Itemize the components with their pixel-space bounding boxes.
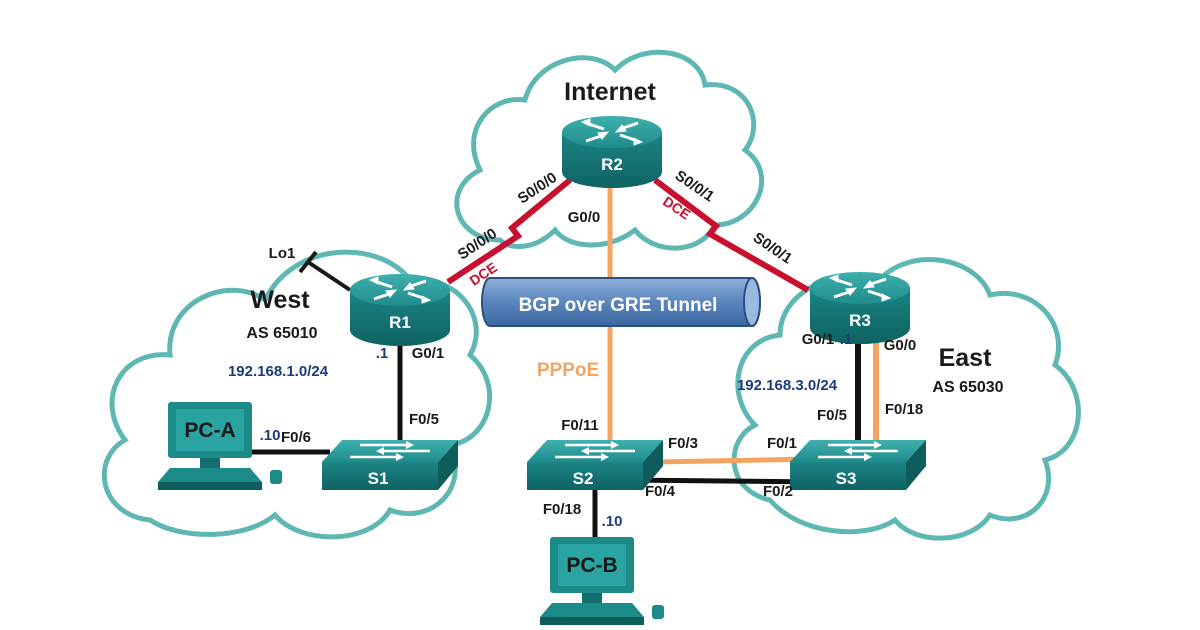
r2-label: R2 bbox=[601, 155, 623, 174]
r1-label: R1 bbox=[389, 313, 411, 332]
switch-s1[interactable]: S1 bbox=[320, 438, 460, 492]
s3-f05-label: F0/5 bbox=[817, 407, 847, 424]
s2-f03-label: F0/3 bbox=[668, 435, 698, 452]
s2-f018-label: F0/18 bbox=[543, 501, 581, 518]
router-r3[interactable]: R3 bbox=[808, 270, 912, 346]
r3-label: R3 bbox=[849, 311, 871, 330]
s2-f011-label: F0/11 bbox=[561, 417, 599, 434]
pc-a[interactable]: PC-A bbox=[158, 402, 282, 490]
west-network-label: 192.168.1.0/24 bbox=[228, 363, 329, 380]
switch-s3[interactable]: S3 bbox=[788, 438, 928, 492]
switch-s2[interactable]: S2 bbox=[525, 438, 665, 492]
r3-g01-label: G0/1 bbox=[802, 331, 835, 348]
link-r2-r3-serial bbox=[653, 177, 810, 293]
east-as-label: AS 65030 bbox=[932, 379, 1003, 396]
tunnel-label: BGP over GRE Tunnel bbox=[519, 295, 718, 316]
s3-f01-label: F0/1 bbox=[767, 435, 797, 452]
s1-f05-label: F0/5 bbox=[409, 411, 439, 428]
link-r1-r2-serial bbox=[446, 177, 572, 285]
r1-g01-label: G0/1 bbox=[412, 345, 445, 362]
router-r1[interactable]: R1 bbox=[348, 272, 452, 348]
pc-b-label: PC-B bbox=[566, 554, 617, 577]
s1-f06-label: F0/6 bbox=[281, 429, 311, 446]
east-label: East bbox=[939, 344, 992, 372]
r2-g00-label: G0/0 bbox=[568, 209, 601, 226]
west-label: West bbox=[250, 286, 310, 314]
r1-host-label: .1 bbox=[376, 345, 389, 362]
r1-lo1-label: Lo1 bbox=[269, 245, 296, 262]
pc-b[interactable]: PC-B bbox=[540, 537, 664, 625]
west-as-label: AS 65010 bbox=[246, 325, 317, 342]
s2-f04-label: F0/4 bbox=[645, 483, 676, 500]
s3-label: S3 bbox=[836, 469, 857, 488]
link-s2-s3-f04-f02 bbox=[624, 477, 821, 485]
r3-g00-label: G0/0 bbox=[884, 337, 917, 354]
r3-host-label: .1 bbox=[840, 331, 853, 348]
s2-label: S2 bbox=[573, 469, 594, 488]
router-r2[interactable]: R2 bbox=[560, 114, 664, 190]
s1-label: S1 bbox=[368, 469, 389, 488]
pppoe-label: PPPoE bbox=[537, 360, 599, 381]
link-r1-lo1 bbox=[298, 250, 352, 292]
east-network-label: 192.168.3.0/24 bbox=[737, 377, 838, 394]
gre-tunnel: BGP over GRE Tunnel bbox=[481, 277, 761, 327]
s3-f02-label: F0/2 bbox=[763, 483, 793, 500]
pc-b-host-label: .10 bbox=[602, 513, 623, 530]
s3-f018-label: F0/18 bbox=[885, 401, 923, 418]
pc-a-label: PC-A bbox=[184, 419, 235, 442]
pc-a-host-label: .10 bbox=[260, 427, 281, 444]
internet-label: Internet bbox=[564, 78, 656, 106]
